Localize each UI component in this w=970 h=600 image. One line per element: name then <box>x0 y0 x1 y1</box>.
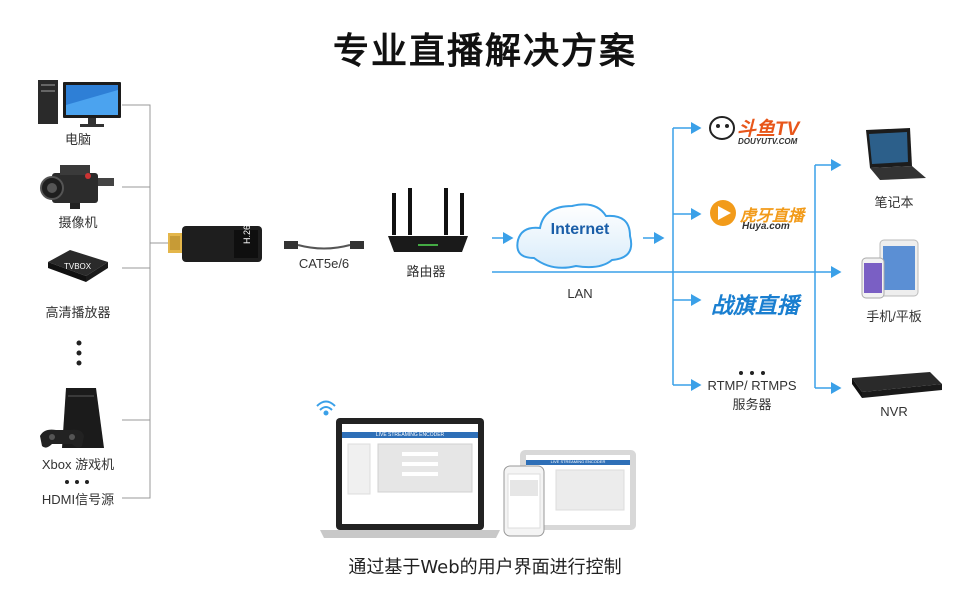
network-cable-icon <box>284 241 364 250</box>
platform-huya-sub: Huya.com <box>742 221 790 232</box>
nvr-icon <box>852 372 942 398</box>
laptop-icon <box>866 128 926 180</box>
device-branch <box>814 159 842 394</box>
ellipsis-dots-small <box>65 480 89 484</box>
platform-douyu-sub: DOUYUTV.COM <box>738 137 798 146</box>
platform-zhanqi-name: 战旗直播 <box>711 293 800 318</box>
ellipsis-icon <box>76 340 82 366</box>
encoder-badge: H.264 <box>242 220 252 244</box>
device-label-laptop: 笔记本 <box>874 195 914 210</box>
source-label-hdmi: HDMI信号源 <box>41 492 115 507</box>
game-console-icon <box>40 388 104 448</box>
source-label-console: Xbox 游戏机 <box>41 457 115 472</box>
source-bracket <box>122 104 168 499</box>
web-ui-phone <box>503 465 545 537</box>
web-ui-laptop <box>320 418 500 538</box>
web-ui-title-tablet: LIVE STREAMING ENCODER <box>550 459 606 464</box>
wifi-icon <box>316 400 336 416</box>
page-title: 专业直播解决方案 <box>332 31 637 72</box>
internet-cloud-icon <box>516 203 633 269</box>
phone-tablet-icon <box>861 239 919 299</box>
douyu-mascot-icon <box>709 116 735 140</box>
rtmp-label: RTMP/ RTMPS <box>707 378 797 393</box>
rtmp-dots <box>739 371 765 375</box>
device-label-phone: 手机/平板 <box>866 309 922 324</box>
rtmp-server-label: 服务器 <box>732 397 772 412</box>
footer-caption: 通过基于Web的用户界面进行控制 <box>348 557 622 578</box>
cable-label: CAT5e/6 <box>298 256 350 271</box>
huya-logo-icon <box>710 200 736 226</box>
source-label-camera: 摄像机 <box>58 215 98 230</box>
internet-label: Internet <box>550 221 610 238</box>
router-label: 路由器 <box>406 264 446 279</box>
h264-encoder-icon: H.264 <box>168 220 262 262</box>
lan-label: LAN <box>567 286 593 301</box>
router-icon <box>388 188 468 252</box>
video-camera-icon <box>40 165 114 209</box>
platform-branch <box>672 122 702 391</box>
web-ui-title: LIVE STREAMING ENCODER <box>375 432 445 438</box>
source-label-computer: 电脑 <box>64 132 91 147</box>
source-label-player: 高清播放器 <box>45 305 111 320</box>
device-label-nvr: NVR <box>880 404 908 419</box>
platform-huya-name: 虎牙直播 <box>740 208 805 225</box>
platform-douyu-name: 斗鱼TV <box>737 119 800 140</box>
tvbox-badge: TVBOX <box>64 262 92 271</box>
tv-box-icon <box>48 250 108 282</box>
desktop-computer-icon <box>38 80 121 127</box>
